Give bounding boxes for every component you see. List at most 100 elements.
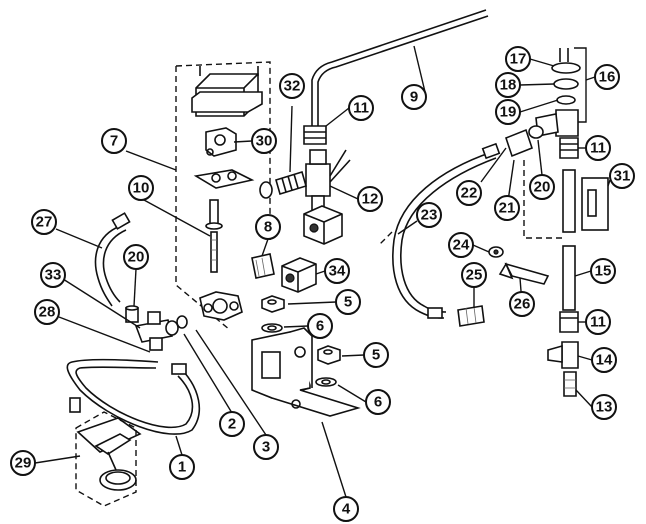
callout-20-left: 20 [123,244,149,270]
svg-text:28: 28 [39,304,56,321]
svg-text:25: 25 [466,267,483,284]
tee-14 [547,341,579,369]
strainer-32 [259,170,307,199]
pipe-15 [523,160,576,311]
callout-1: 1 [169,454,195,480]
svg-text:13: 13 [596,399,613,416]
callout-14: 14 [591,347,617,373]
callout-6-lower: 6 [365,389,391,415]
svg-text:1: 1 [178,459,186,476]
callout-25: 25 [461,262,487,288]
bracket-30 [205,127,237,157]
valve-body [199,291,243,321]
svg-text:15: 15 [595,263,612,280]
svg-text:17: 17 [510,51,527,68]
callout-24: 24 [448,232,474,258]
callout-12: 12 [357,186,383,212]
svg-text:33: 33 [45,267,62,284]
callout-10: 10 [128,175,154,201]
nut-5-upper [261,295,285,313]
valve-12 [305,149,351,213]
callout-16: 16 [594,64,620,90]
svg-text:5: 5 [372,347,380,364]
fitting-20-left [125,305,139,323]
pipe-9 [311,9,487,128]
gasket-plate [193,169,255,189]
callout-28: 28 [34,299,60,325]
callout-7: 7 [101,128,127,154]
callout-11-upper: 11 [348,95,374,121]
callout-11-right: 11 [585,135,611,161]
hose-1-end [171,363,187,375]
seal-19 [556,95,576,105]
fitting-2-3 [165,315,188,336]
svg-text:8: 8 [264,219,272,236]
callout-19: 19 [495,99,521,125]
svg-text:6: 6 [316,318,324,335]
svg-text:31: 31 [614,168,631,185]
svg-text:30: 30 [256,133,273,150]
callout-15: 15 [590,258,616,284]
callout-23: 23 [416,202,442,228]
svg-text:23: 23 [421,207,438,224]
svg-text:11: 11 [590,314,606,331]
svg-text:34: 34 [329,263,346,280]
callout-4: 4 [333,496,359,522]
part-31 [581,177,609,231]
svg-text:6: 6 [374,394,382,411]
nipple-8 [251,253,275,279]
vacuum-breaker-16 [535,109,579,137]
svg-text:26: 26 [514,296,531,313]
svg-text:20: 20 [534,179,551,196]
callout-8: 8 [255,214,281,240]
svg-text:19: 19 [500,104,517,121]
hose-23-end-top [481,142,501,160]
svg-text:27: 27 [36,214,53,231]
nut-5-lower [317,345,341,365]
callout-33: 33 [40,262,66,288]
fitting-20-right [528,125,544,139]
svg-text:24: 24 [453,237,470,254]
callout-5-lower: 5 [363,342,389,368]
callout-26: 26 [509,291,535,317]
callout-22: 22 [456,180,482,206]
parts-artwork [66,9,609,507]
svg-text:20: 20 [128,249,145,266]
svg-text:11: 11 [353,100,369,117]
valve-stem-10 [205,199,223,273]
callout-3: 3 [253,434,279,460]
svg-text:18: 18 [500,77,517,94]
callout-27: 27 [31,209,57,235]
hose-23 [392,151,493,319]
callout-2: 2 [219,411,245,437]
callout-34: 34 [324,258,350,284]
svg-text:3: 3 [262,439,270,456]
group-16-bracket [574,47,587,123]
washer-6-upper [261,323,283,333]
callout-18: 18 [495,72,521,98]
nut-11-right [559,137,579,159]
svg-text:11: 11 [590,140,606,157]
svg-text:16: 16 [599,69,616,86]
leader-lines [34,45,611,498]
svg-text:4: 4 [342,501,351,518]
callout-32: 32 [279,73,305,99]
pedal-29 [75,411,142,507]
washer-24 [488,246,504,258]
block-34-upper [303,205,343,245]
hose-27-end [111,212,131,230]
callout-13: 13 [591,394,617,420]
block-34-lower [281,257,317,293]
svg-text:5: 5 [344,294,352,311]
callout-5-upper: 5 [335,289,361,315]
svg-text:32: 32 [284,78,301,95]
svg-text:29: 29 [15,455,32,472]
hose-23-end-bottom [427,307,443,319]
hose-1 [66,358,201,435]
nut-11-lower-right [559,311,579,333]
svg-text:21: 21 [499,200,516,217]
hose-27 [94,225,121,307]
svg-text:2: 2 [228,416,236,433]
fitting-25 [457,305,485,327]
tee-33 [134,311,173,351]
